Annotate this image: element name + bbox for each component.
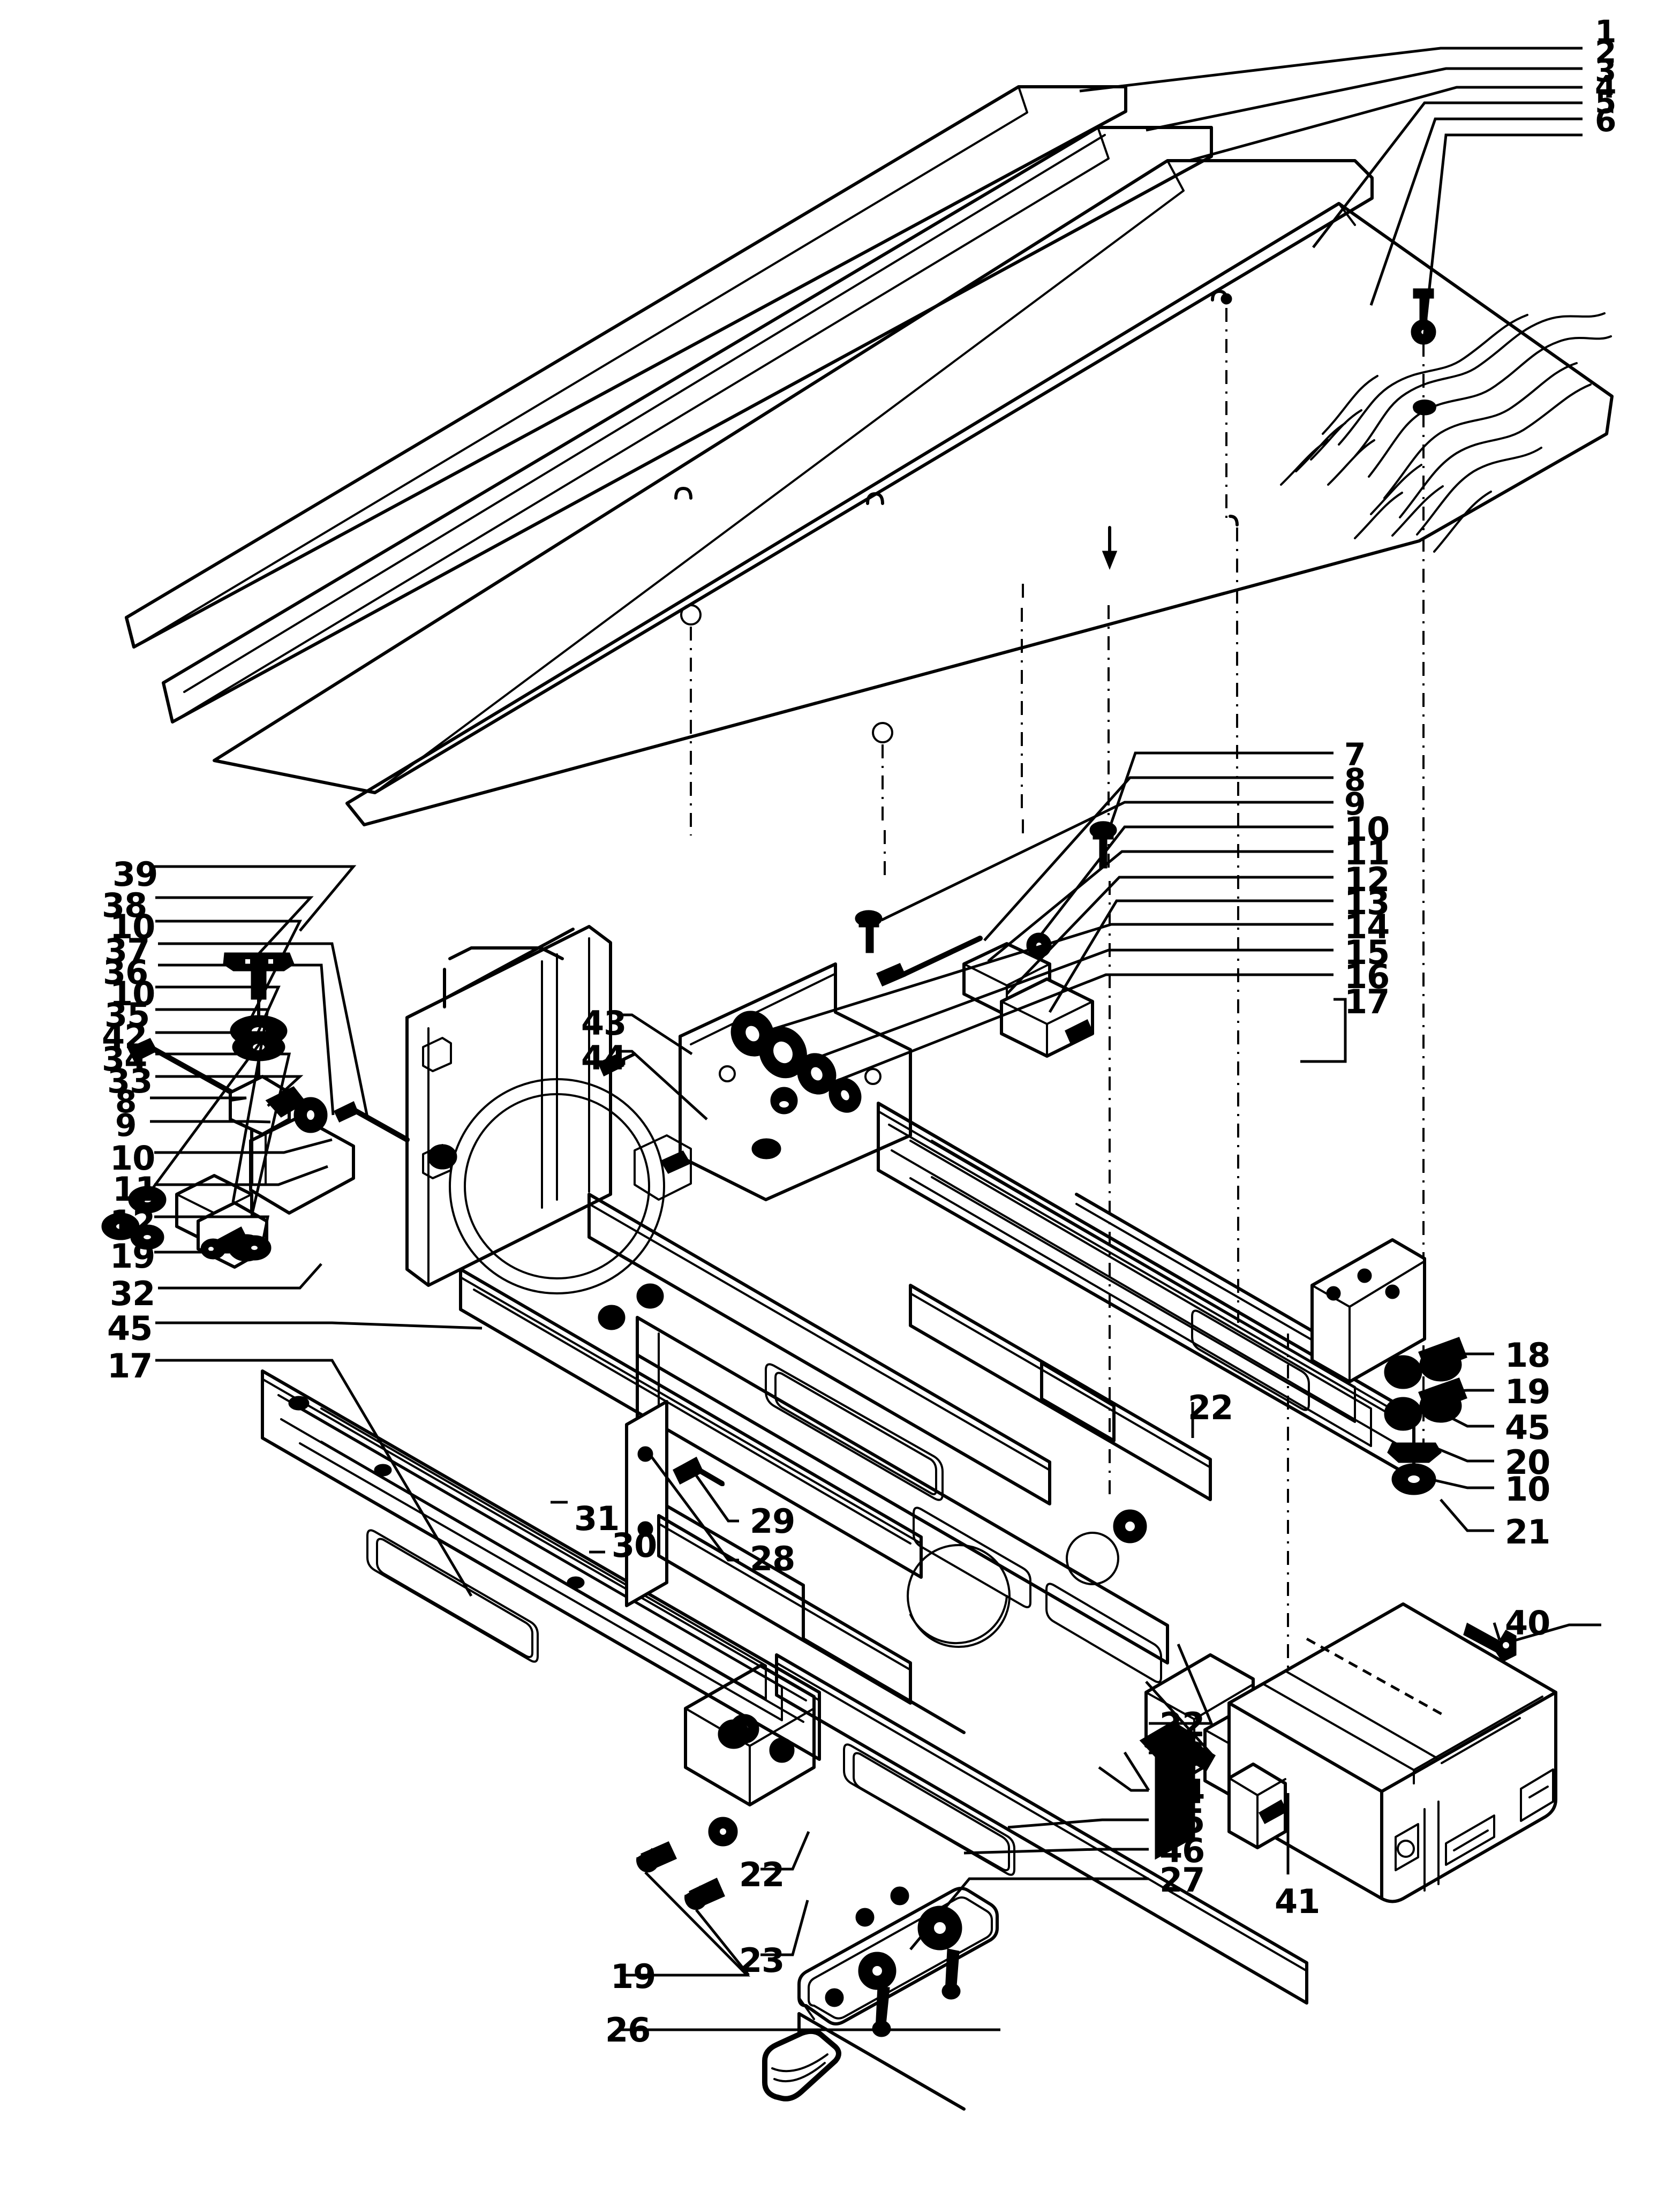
callout-number-31: 31 <box>574 1499 620 1538</box>
callout-number-30: 30 <box>612 1526 657 1565</box>
table-top-assembly <box>125 85 1614 826</box>
frame-cross-rail <box>459 1268 923 1579</box>
wood-grain-pattern <box>1280 312 1612 553</box>
callout-number-17: 17 <box>1344 982 1390 1021</box>
corner-block-bottom-left <box>684 1664 816 1806</box>
callout-number-7: 7 <box>1344 736 1366 773</box>
corner-bracket-right <box>1310 1238 1426 1383</box>
callout-number-10: 10 <box>110 907 155 946</box>
callout-number-42: 42 <box>102 1017 147 1056</box>
mid-fastener-group <box>855 821 1117 1058</box>
callout-number-23: 23 <box>1159 1735 1205 1774</box>
pulley-boss <box>907 1509 1147 1648</box>
small-brackets <box>598 1283 725 1486</box>
rail-board-1 <box>125 85 1127 649</box>
frame-rail-right <box>877 1102 1415 1480</box>
alignment-hooks <box>674 290 1239 570</box>
callout-number-15: 15 <box>1344 933 1390 972</box>
callout-number-44: 44 <box>581 1038 627 1078</box>
callout-number-11: 11 <box>112 1170 158 1209</box>
rail-board-2 <box>162 126 1213 724</box>
extra-frame-tubes <box>657 1193 1314 1705</box>
table-top-board <box>345 202 1614 826</box>
callout-number-19: 19 <box>611 1957 656 1996</box>
callout-number-40: 40 <box>1505 1603 1550 1643</box>
gusset-plate <box>625 1400 668 1607</box>
callout-number-10: 10 <box>110 974 155 1013</box>
callout-number-1: 1 <box>1595 13 1616 50</box>
callout-number-9: 9 <box>1344 786 1366 822</box>
callout-number-23: 23 <box>739 1941 785 1980</box>
callout-number-21: 21 <box>1505 1512 1550 1552</box>
leader-lines <box>139 47 1601 2031</box>
callout-number-19: 19 <box>1505 1372 1550 1411</box>
callout-number-10: 10 <box>110 1139 155 1178</box>
callout-number-36: 36 <box>103 953 148 992</box>
table-top-panel <box>213 159 1374 794</box>
callout-number-11: 11 <box>1344 833 1390 872</box>
washer-bearing-stack <box>730 1011 862 1114</box>
callout-number-41: 41 <box>1275 1882 1320 1921</box>
callout-number-45: 45 <box>1505 1408 1550 1447</box>
callout-number-17: 17 <box>107 1346 153 1385</box>
callout-number-12: 12 <box>110 1203 155 1242</box>
callout-number-18: 18 <box>1505 1336 1550 1375</box>
callout-number-2: 2 <box>1595 34 1616 70</box>
callout-number-13: 13 <box>1344 883 1390 922</box>
callout-number-39: 39 <box>112 855 158 894</box>
callout-number-10: 10 <box>1505 1470 1550 1509</box>
callout-number-3: 3 <box>1595 52 1616 89</box>
callout-number-5: 5 <box>1595 84 1616 121</box>
callout-number-8: 8 <box>1344 762 1366 798</box>
callout-number-26: 26 <box>605 2010 651 2050</box>
motor-box <box>1227 1602 1557 1903</box>
callout-number-20: 20 <box>1505 1443 1550 1482</box>
callout-number-16: 16 <box>1344 957 1390 996</box>
callout-number-32: 32 <box>110 1274 155 1313</box>
panel-cutouts <box>366 1309 1310 1876</box>
callout-number-28: 28 <box>750 1539 795 1578</box>
frame-cross-rail-2 <box>587 1193 1051 1505</box>
callout-number-25: 25 <box>1159 1802 1205 1841</box>
frame-rail-left <box>261 1369 821 1761</box>
callout-number-24: 24 <box>1159 1772 1205 1811</box>
left-bracket-plate <box>679 962 912 1201</box>
callout-number-10: 10 <box>1344 810 1390 849</box>
callout-number-9: 9 <box>115 1107 137 1143</box>
callout-number-38: 38 <box>102 886 147 925</box>
callout-number-22: 22 <box>739 1855 785 1894</box>
callout-number-22: 22 <box>1159 1705 1205 1744</box>
foot-leg-assembly <box>762 1886 999 2111</box>
callout-number-22: 22 <box>1188 1388 1233 1427</box>
left-small-parts <box>101 952 410 1269</box>
callout-number-33: 33 <box>107 1061 153 1101</box>
callout-number-6: 6 <box>1595 102 1616 139</box>
callout-number-4: 4 <box>1595 69 1616 105</box>
left-upright-casting <box>405 925 692 1294</box>
callout-number-27: 27 <box>1159 1861 1205 1900</box>
callout-number-45: 45 <box>107 1309 153 1348</box>
callout-number-35: 35 <box>104 996 150 1035</box>
base-frame-assembly <box>261 1102 1467 2111</box>
frame-rail-front-lower <box>775 1653 1308 2005</box>
callout-number-29: 29 <box>750 1502 795 1541</box>
callout-number-19: 19 <box>110 1237 155 1276</box>
bottom-left-fasteners <box>636 1817 738 1910</box>
callout-number-8: 8 <box>115 1083 137 1120</box>
callout-number-46: 46 <box>1159 1831 1205 1870</box>
callout-number-34: 34 <box>102 1040 147 1079</box>
callout-number-37: 37 <box>104 931 150 970</box>
callout-number-14: 14 <box>1344 907 1390 946</box>
callout-number-43: 43 <box>581 1004 627 1043</box>
callout-number-12: 12 <box>1344 860 1390 899</box>
